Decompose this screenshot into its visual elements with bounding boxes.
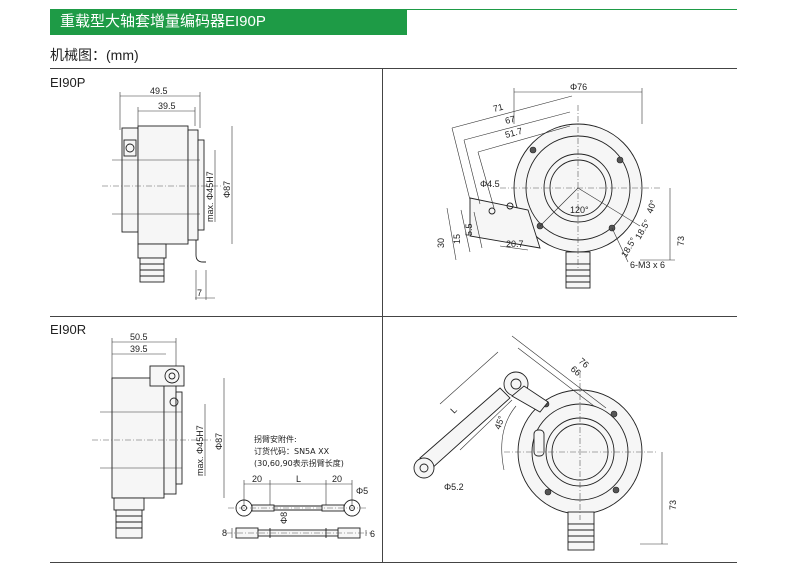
ei90p-dim-20-7: 20.7 [506,239,524,249]
page-title: 重载型大轴套增量编码器EI90P [50,9,407,35]
ei90p-dim-7: 7 [197,288,202,298]
ei90r-angle-45: 45° [492,414,506,431]
title-rule [407,9,737,10]
ei90p-dim-71: 71 [492,102,504,114]
ei90p-dim-39-5: 39.5 [158,101,176,111]
arm-dim-6: 6 [370,529,375,539]
ei90p-dim-87: Φ87 [222,181,232,198]
grid-bottom-rule [50,562,737,563]
ei90p-dim-hole: Φ4.5 [480,179,500,189]
ei90p-dim-67: 67 [504,114,516,126]
ei90r-label: EI90R [50,322,87,337]
ei90r-dim-73: 73 [668,500,678,510]
arm-dim-rod: Φ8 [279,512,289,524]
arm-dim-20-left: 20 [252,474,262,484]
ei90r-dim-L: L [448,405,459,416]
arm-dim-20-right: 20 [332,474,342,484]
arm-note-title: 拐臂安附件: [254,434,297,444]
arm-note-order-code: 订货代码：SN5A XX [254,446,330,456]
arm-dim-L: L [296,474,301,484]
drawing-subtitle: 机械图：(mm) [50,47,139,63]
ei90p-dim-76: Φ76 [570,82,587,92]
ei90p-dim-49-5: 49.5 [150,86,168,96]
ei90p-dim-5-5: 5.5 [464,223,474,236]
grid-center-divider [382,68,383,562]
arm-dim-hole: Φ5 [356,486,368,496]
ei90p-dim-15: 15 [452,234,462,244]
ei90p-label: EI90P [50,75,86,90]
ei90r-dim-hole: Φ5.2 [444,482,464,492]
ei90p-thread-spec: 6-M3 x 6 [630,260,665,270]
ei90r-dim-50-5: 50.5 [130,332,148,342]
arm-dim-8: 8 [222,528,227,538]
arm-note-lengths: (30,60,90表示拐臂长度) [254,458,344,468]
grid-top-rule [50,68,737,69]
ei90r-dim-bore: max. Φ45H7 [195,425,205,476]
ei90r-dim-66: 66 [569,364,583,378]
ei90p-angle-120: 120° [570,205,589,215]
grid-middle-rule [50,316,737,317]
ei90p-dim-bore: max. Φ45H7 [205,171,215,222]
ei90r-dim-87: Φ87 [214,433,224,450]
ei90p-dim-30: 30 [436,238,446,248]
ei90p-dim-73: 73 [676,236,686,246]
ei90p-dim-51-7: 51.7 [504,126,524,140]
ei90r-dim-39-5: 39.5 [130,344,148,354]
ei90p-angle-40: 40° [644,198,658,215]
ei90r-dim-76: 76 [577,356,591,370]
